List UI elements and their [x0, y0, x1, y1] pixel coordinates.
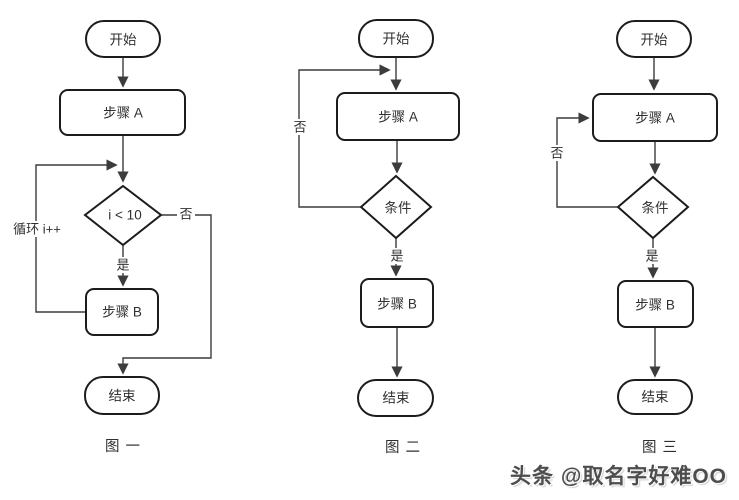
fig1-step-a-label: 步骤 A	[103, 106, 143, 121]
fig2-step-a-node	[336, 92, 460, 141]
fig2-no-label-bg	[291, 119, 309, 135]
fig3-start-node	[616, 20, 692, 58]
fig1-start-node	[85, 20, 161, 58]
fig3-step-b-node	[617, 280, 694, 328]
fig1-caption: 图 一	[105, 439, 141, 455]
fig2-step-a-label: 步骤 A	[378, 110, 418, 125]
fig2-end-label: 结束	[383, 391, 410, 406]
fig3-yes-label-bg	[643, 248, 661, 264]
fig1-end-node	[84, 376, 160, 415]
fig3-yes-label: 是	[645, 248, 658, 263]
fig3-no-label: 否	[550, 145, 563, 160]
fig2-edge-no-loop-back	[298, 64, 391, 208]
fig2-yes-label: 是	[390, 248, 403, 263]
fig3-step-b-label: 步骤 B	[635, 298, 675, 313]
fig1-condition-label: i < 10	[108, 208, 141, 223]
figure-1: 循环 i++ 是 否 开始 步骤 A i < 10 步骤 B 结束 图 一	[13, 20, 212, 455]
fig3-edge-no-loop-back	[556, 112, 618, 208]
fig1-step-a-node	[59, 89, 186, 136]
fig1-yes-label: 是	[116, 257, 129, 272]
fig3-end-node	[617, 379, 693, 415]
fig1-no-label: 否	[179, 206, 192, 221]
fig3-end-label: 结束	[642, 390, 670, 405]
fig3-step-a-label: 步骤 A	[635, 111, 675, 126]
fig1-loop-label: 循环 i++	[13, 221, 61, 236]
fig2-yes-label-bg	[388, 248, 406, 264]
fig2-start-label: 开始	[383, 32, 410, 47]
fig3-condition-label: 条件	[642, 200, 669, 216]
fig2-step-b-label: 步骤 B	[377, 297, 417, 312]
fig1-condition-node	[83, 184, 163, 247]
fig2-caption: 图 二	[385, 440, 421, 456]
fig1-end-label: 结束	[109, 389, 136, 404]
fig1-start-label: 开始	[110, 33, 137, 48]
watermark-text: 头条 @取名字好难OO	[510, 465, 727, 488]
fig1-loop-label-bg	[14, 221, 60, 237]
fig2-step-b-node	[360, 278, 434, 328]
fig3-step-a-node	[592, 93, 718, 142]
fig3-caption: 图 三	[642, 440, 678, 456]
fig1-no-label-bg	[177, 206, 195, 222]
fig3-no-label-bg	[548, 145, 566, 161]
fig1-step-b-node	[85, 288, 159, 336]
fig3-condition-node	[616, 175, 690, 240]
fig2-end-node	[357, 379, 434, 417]
fig1-edge-loop-back	[35, 159, 118, 313]
figure-3: 否 是 开始 步骤 A 条件 步骤 B 结束 图 三	[548, 20, 718, 456]
fig2-condition-label: 条件	[385, 200, 412, 216]
fig2-condition-node	[359, 174, 433, 240]
fig1-yes-label-bg	[114, 257, 132, 273]
fig1-step-b-label: 步骤 B	[102, 305, 142, 320]
figure-2: 否 是 开始 步骤 A 条件 步骤 B 结束 图 二	[291, 19, 460, 456]
fig2-no-label: 否	[293, 119, 306, 134]
fig2-start-node	[358, 19, 434, 58]
fig3-start-label: 开始	[641, 33, 669, 48]
